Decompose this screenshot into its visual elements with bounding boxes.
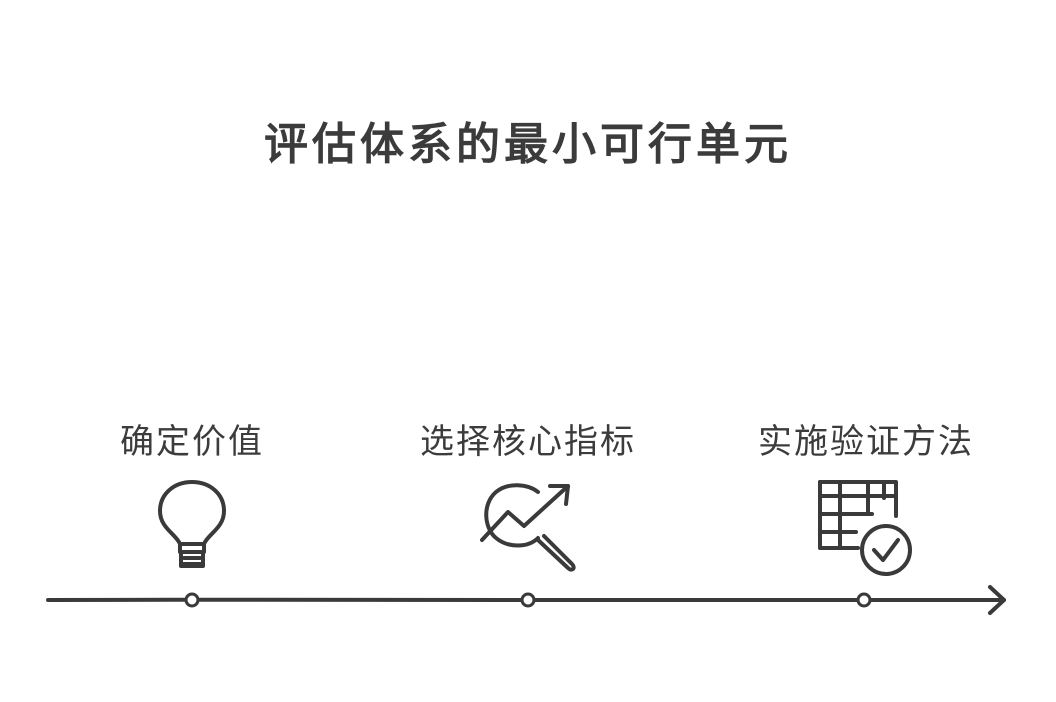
step-label-implement-validation: 实施验证方法 [758,422,974,462]
timeline-node-3 [856,592,872,608]
diagram-title: 评估体系的最小可行单元 [264,119,792,170]
timeline-node-1 [184,592,200,608]
search-chart-icon [480,483,576,572]
table-check-icon [818,480,912,576]
step-label-define-value: 确定价值 [120,422,264,462]
timeline-node-2 [520,592,536,608]
step-label-select-metrics: 选择核心指标 [420,422,636,462]
timeline-arrowhead [988,585,1006,615]
timeline-axis [46,585,1006,615]
lightbulb-icon [158,480,226,568]
